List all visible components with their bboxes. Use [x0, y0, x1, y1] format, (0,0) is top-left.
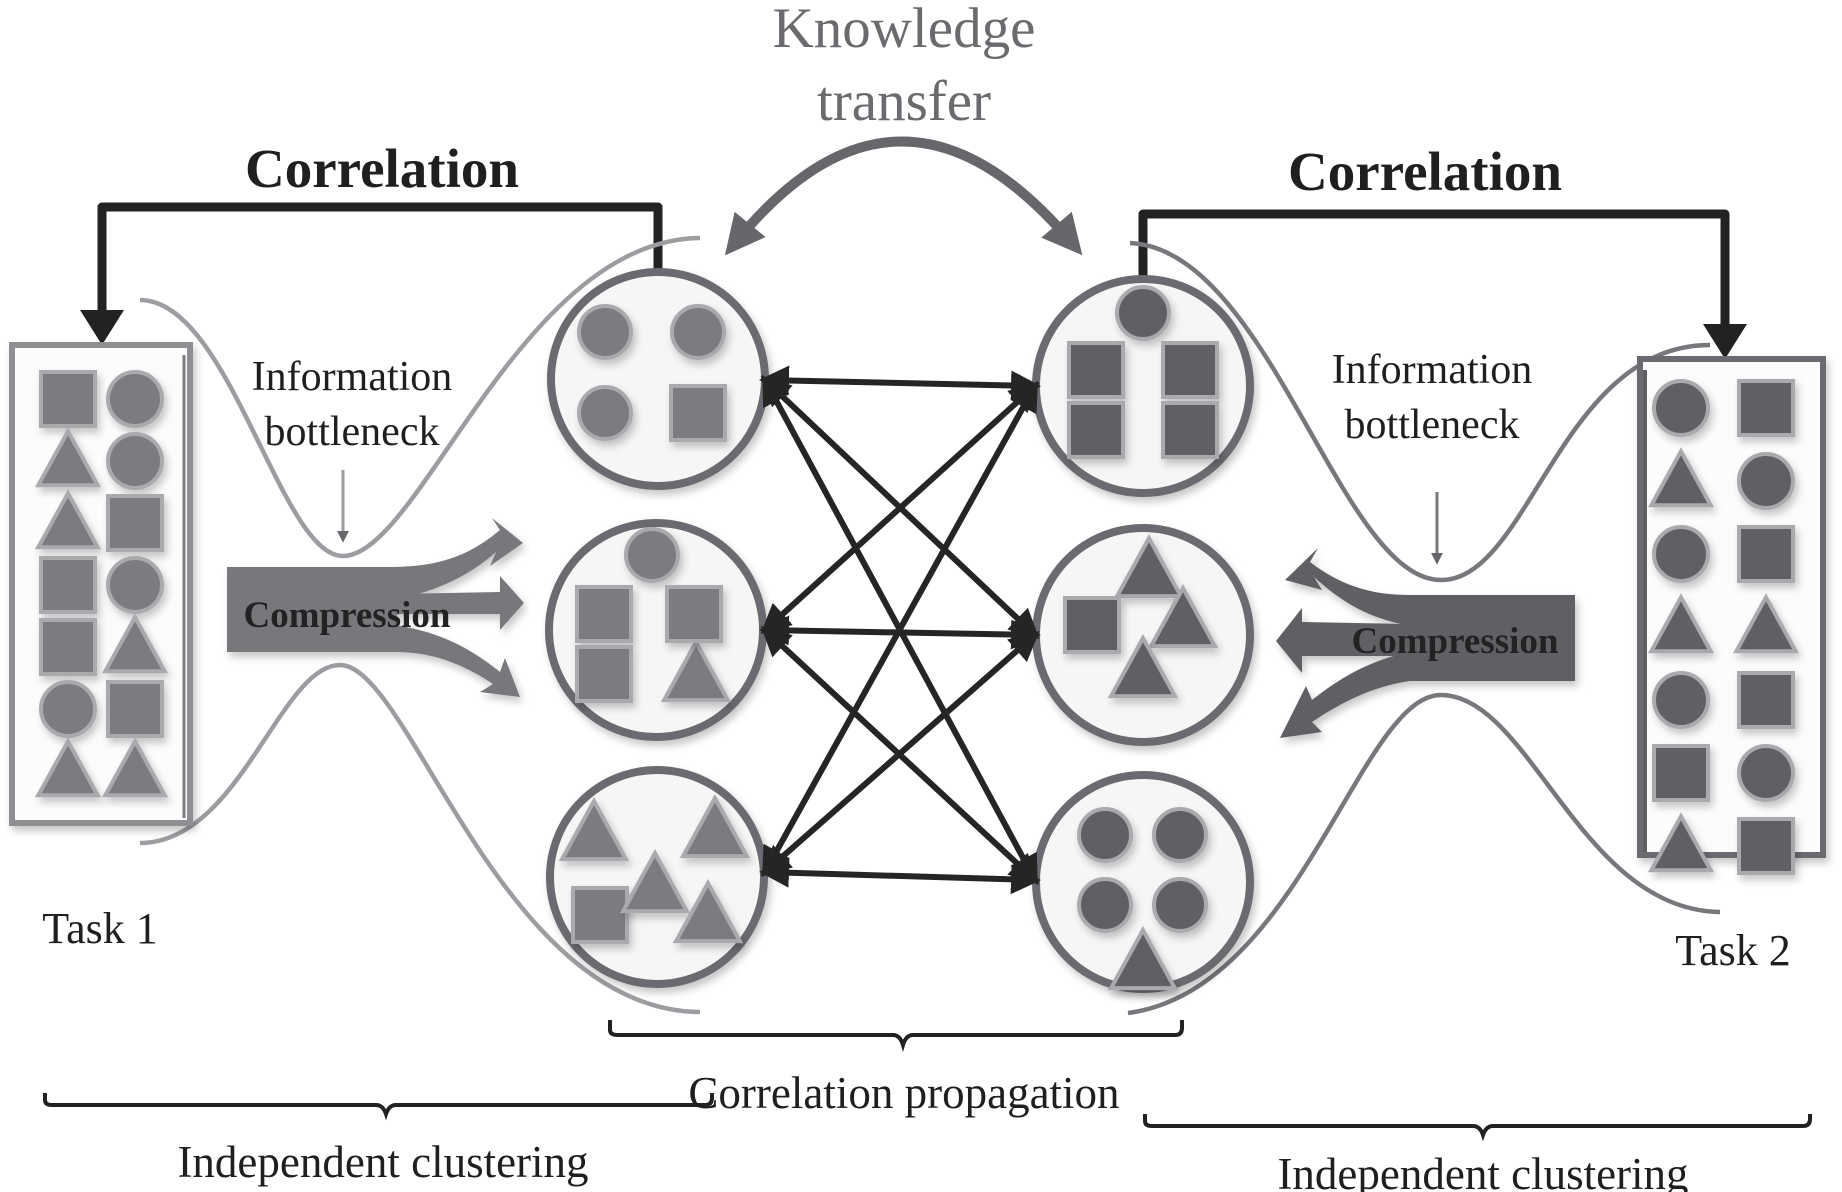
task1-item-triangle	[34, 427, 102, 488]
info-bottleneck-label-right-line1: Information	[1332, 347, 1533, 393]
task1-item-triangle	[34, 737, 102, 798]
cluster-item-circle	[1152, 877, 1208, 933]
task2-item-square	[1737, 671, 1795, 729]
cluster-item-square	[1161, 401, 1219, 459]
task1-item-square	[39, 618, 97, 676]
propagation-arrow-1-1	[759, 365, 1041, 401]
cluster-item-triangle	[1107, 925, 1179, 991]
task2-item-triangle	[1647, 593, 1715, 654]
task2-item-circle	[1652, 671, 1710, 729]
cluster-item-triangle	[1147, 583, 1219, 649]
cluster-item-circle	[577, 385, 633, 441]
compression-arrows-left	[227, 518, 524, 697]
compression-arrows-right	[1276, 548, 1575, 738]
task2-item-circle	[1652, 525, 1710, 583]
task1-item-square	[39, 556, 97, 614]
task1-item-triangle	[101, 613, 169, 674]
task1-item-triangle	[101, 737, 169, 798]
knowledge-transfer-arrow	[724, 136, 1083, 256]
bottleneck-curve-right-upper	[1129, 240, 1711, 583]
task2-cluster-2	[1032, 524, 1254, 746]
cluster-item-circle	[1152, 807, 1208, 863]
cluster-item-triangle	[679, 793, 751, 859]
bottleneck-curve-right-lower	[1127, 692, 1721, 1016]
cluster-item-triangle	[1113, 533, 1185, 599]
task1-item-square	[39, 370, 97, 428]
task1-item-circle	[39, 680, 97, 738]
task2-box	[1637, 356, 1826, 875]
cluster-item-circle	[1077, 807, 1133, 863]
bottleneck-curve-left-lower	[139, 662, 701, 1015]
knowledge-transfer-label-line2: transfer	[817, 70, 991, 133]
knowledge-transfer-label-line1: Knowledge	[773, 0, 1036, 60]
info-bottleneck-label-left-line2: bottleneck	[265, 409, 440, 455]
task2-item-circle	[1737, 744, 1795, 802]
task1-item-triangle	[34, 489, 102, 550]
task1-item-circle	[106, 432, 164, 490]
cluster-item-square	[669, 384, 727, 442]
task2-item-square	[1737, 379, 1795, 437]
correlation-label-right: Correlation	[1288, 141, 1562, 202]
cluster-item-circle	[577, 304, 633, 360]
bottleneck-curve-left-upper	[139, 235, 701, 559]
cluster-item-circle	[624, 527, 680, 583]
compression-label-left: Compression	[244, 595, 451, 636]
task2-cluster-1	[1032, 275, 1254, 497]
cluster-item-square	[1063, 596, 1121, 654]
task2-item-triangle	[1647, 812, 1715, 873]
task2-item-triangle	[1647, 447, 1715, 508]
task1-item-square	[106, 680, 164, 738]
propagation-arrow-3-2	[760, 631, 1040, 876]
task1-cluster-2	[545, 519, 767, 741]
correlation-arrowhead-right	[1703, 324, 1747, 359]
cluster-item-square	[575, 645, 633, 703]
info-bottleneck-label-right-line2: bottleneck	[1345, 402, 1520, 448]
task1-item-circle	[106, 370, 164, 428]
task1-item-square	[106, 494, 164, 552]
correlation-propagation-arrows	[759, 365, 1041, 895]
cluster-item-circle	[670, 304, 726, 360]
independent-clustering-label-left: Independent clustering	[177, 1137, 588, 1187]
cluster-item-square	[1067, 401, 1125, 459]
cluster-circle	[547, 268, 769, 490]
cluster-item-triangle	[619, 848, 691, 914]
task2-item-triangle	[1732, 593, 1800, 654]
cluster-item-triangle	[1107, 633, 1179, 699]
info-bottleneck-label-left-line1: Information	[252, 354, 453, 400]
task2-item-square	[1737, 525, 1795, 583]
task1-box	[9, 342, 193, 826]
propagation-arrow-3-3	[759, 857, 1041, 895]
correlation-arrow-left	[97, 202, 663, 317]
cluster-item-square	[665, 585, 723, 643]
task1-cluster-3	[546, 766, 768, 988]
cluster-item-square	[1161, 341, 1219, 399]
cluster-item-square	[575, 585, 633, 643]
task2-item-circle	[1652, 379, 1710, 437]
correlation-arrowhead-left	[80, 310, 124, 345]
independent-clustering-label-right: Independent clustering	[1277, 1149, 1688, 1192]
correlation-label-left: Correlation	[245, 138, 519, 199]
task2-item-square	[1737, 817, 1795, 875]
bracket-independent-clustering-right	[1143, 1114, 1812, 1142]
cluster-item-square	[1067, 341, 1125, 399]
task2-item-circle	[1737, 452, 1795, 510]
task2-label: Task 2	[1675, 926, 1790, 975]
task2-item-square	[1652, 744, 1710, 802]
cluster-item-circle	[1115, 285, 1171, 341]
cluster-item-triangle	[672, 878, 744, 944]
bracket-correlation-propagation	[608, 1020, 1184, 1052]
cluster-item-triangle	[660, 637, 732, 703]
bracket-independent-clustering-left	[43, 1093, 714, 1121]
cluster-item-triangle	[558, 796, 630, 862]
task2-cluster-3	[1032, 771, 1254, 993]
task1-label: Task 1	[42, 904, 157, 953]
compression-label-right: Compression	[1352, 621, 1559, 662]
correlation-propagation-label: Correlation propagation	[688, 1068, 1119, 1118]
task1-cluster-1	[547, 268, 769, 490]
cluster-item-square	[571, 886, 629, 944]
task1-item-circle	[106, 556, 164, 614]
cluster-item-circle	[1077, 877, 1133, 933]
